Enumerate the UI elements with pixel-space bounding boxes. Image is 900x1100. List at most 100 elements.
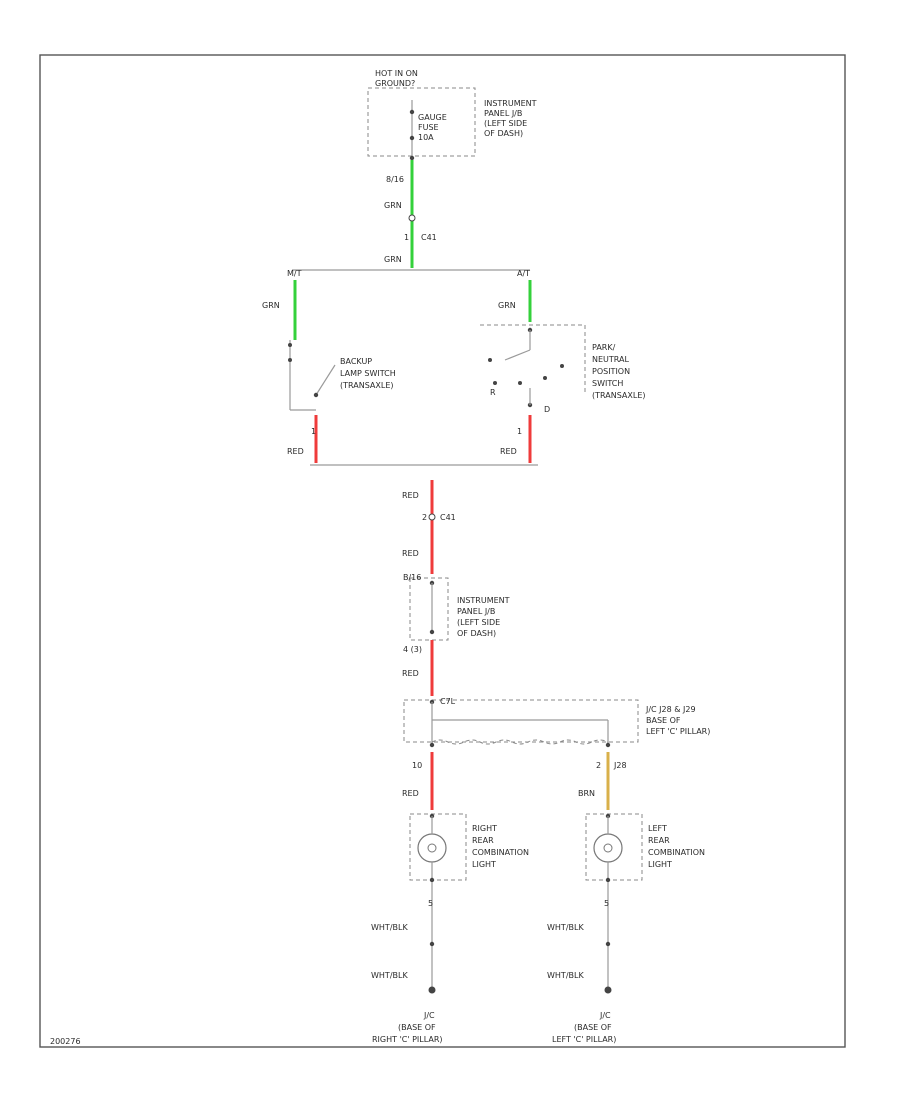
label-pin-r: R xyxy=(490,388,496,397)
label-g1-2: (BASE OF xyxy=(398,1023,436,1032)
pn-pin-e xyxy=(560,364,564,368)
backup-pin-1 xyxy=(288,343,292,347)
label-ipjb-mid-2: PANEL J/B xyxy=(457,607,495,616)
label-hot-in-run-2: GROUND? xyxy=(375,79,415,88)
jc-out-right-pin xyxy=(605,742,611,748)
label-mt: M/T xyxy=(287,269,302,278)
label-red-3: RED xyxy=(402,669,419,678)
label-grn-left: GRN xyxy=(262,301,280,310)
label-backup-3: (TRANSAXLE) xyxy=(340,381,394,390)
fuse-output-pin xyxy=(409,155,415,161)
label-red-left: RED xyxy=(287,447,304,456)
jc-out-left-pin xyxy=(429,742,435,748)
label-pn-2: NEUTRAL xyxy=(592,355,629,364)
label-rrcl-3: COMBINATION xyxy=(472,848,529,857)
label-c7l: C7L xyxy=(440,697,456,706)
fuse-terminal-bottom xyxy=(409,135,415,141)
label-pin-5-r: 5 xyxy=(604,899,609,908)
label-ipjb-mid-4: OF DASH) xyxy=(457,629,496,638)
pn-pin-b xyxy=(493,381,497,385)
label-lrcl-2: REAR xyxy=(648,836,670,845)
label-wht-blk-1: WHT/BLK xyxy=(371,923,408,932)
label-rrcl-2: REAR xyxy=(472,836,494,845)
backup-pin-2 xyxy=(288,358,292,362)
label-hot-in-run: HOT IN ON xyxy=(375,69,418,78)
label-pin-10: 10 xyxy=(412,761,422,770)
pn-pin-c xyxy=(518,381,522,385)
label-pin-d: D xyxy=(544,405,550,414)
left-rear-light-box xyxy=(585,813,643,881)
lrcl-pin-bottom xyxy=(605,877,611,883)
label-red-2: RED xyxy=(402,549,419,558)
label-pn-4: SWITCH xyxy=(592,379,623,388)
label-g2: J/C xyxy=(599,1011,611,1020)
jc-wavy-line xyxy=(431,739,609,745)
label-jc-3: LEFT 'C' PILLAR) xyxy=(646,727,710,736)
pn-pin-a xyxy=(488,358,492,362)
label-gauge: GAUGE xyxy=(418,113,447,122)
label-pin-5-l: 5 xyxy=(428,899,433,908)
fuse-terminal-top xyxy=(409,109,415,115)
label-pin-1: 1 xyxy=(404,233,409,242)
jc-block-box xyxy=(403,699,639,743)
label-jc-1: J/C J28 & J29 xyxy=(645,705,696,714)
instrument-panel-jb-mid-box xyxy=(409,577,449,641)
label-c41-1: C41 xyxy=(421,233,437,242)
label-rrcl-1: RIGHT xyxy=(472,824,497,833)
label-ipjb-mid-1: INSTRUMENT xyxy=(457,596,510,605)
label-ipjb-top-2: PANEL J/B xyxy=(484,109,522,118)
label-g2-2: (BASE OF xyxy=(574,1023,612,1032)
label-wht-blk-3: WHT/BLK xyxy=(371,971,408,980)
label-backup-1: BACKUP xyxy=(340,357,372,366)
lrcl-bulb-filament xyxy=(603,843,613,853)
label-pin-8: 8/16 xyxy=(386,175,404,184)
ipjb-mid-pin-bottom xyxy=(429,629,435,635)
label-lrcl-4: LIGHT xyxy=(648,860,672,869)
label-pn-5: (TRANSAXLE) xyxy=(592,391,646,400)
label-grn-2: GRN xyxy=(384,255,402,264)
pn-switch-blade xyxy=(504,349,531,361)
label-backup-2: LAMP SWITCH xyxy=(340,369,396,378)
label-c41-2: C41 xyxy=(440,513,456,522)
figure-code: 200276 xyxy=(50,1037,81,1046)
label-ipjb-top-4: OF DASH) xyxy=(484,129,523,138)
label-jc-2: BASE OF xyxy=(646,716,681,725)
connector-c41-upper xyxy=(408,214,416,222)
right-ground-splice xyxy=(429,941,435,947)
backup-switch-blade xyxy=(315,364,336,396)
label-g1: J/C xyxy=(423,1011,435,1020)
pn-pin-d xyxy=(543,376,547,380)
left-ground-icon xyxy=(604,986,612,994)
instrument-panel-jb-top-box xyxy=(367,87,476,157)
label-pn-3: POSITION xyxy=(592,367,630,376)
label-pin-left-1: 1 xyxy=(311,427,316,436)
backup-switch-contact xyxy=(313,392,319,398)
label-wht-blk-2: WHT/BLK xyxy=(547,923,584,932)
label-pin-2b: 2 xyxy=(596,761,601,770)
right-rear-light-box xyxy=(409,813,467,881)
label-ipjb-top-1: INSTRUMENT xyxy=(484,99,537,108)
label-wht-blk-4: WHT/BLK xyxy=(547,971,584,980)
label-grn-right: GRN xyxy=(498,301,516,310)
label-pin-2: 2 xyxy=(422,513,427,522)
label-g2-3: LEFT 'C' PILLAR) xyxy=(552,1035,616,1044)
rrcl-bulb-filament xyxy=(427,843,437,853)
diagram-frame xyxy=(39,54,846,1048)
label-g1-3: RIGHT 'C' PILLAR) xyxy=(372,1035,443,1044)
label-ipjb-mid-3: (LEFT SIDE xyxy=(457,618,500,627)
label-brn: BRN xyxy=(578,789,595,798)
label-pin-right-1: 1 xyxy=(517,427,522,436)
rrcl-pin-bottom xyxy=(429,877,435,883)
label-lrcl-1: LEFT xyxy=(648,824,667,833)
label-at: A/T xyxy=(517,269,530,278)
label-red-4: RED xyxy=(402,789,419,798)
label-lrcl-3: COMBINATION xyxy=(648,848,705,857)
label-grn-1: GRN xyxy=(384,201,402,210)
label-fuse: FUSE xyxy=(418,123,439,132)
label-red-right: RED xyxy=(500,447,517,456)
label-red-1: RED xyxy=(402,491,419,500)
label-pn-1: PARK/ xyxy=(592,343,616,352)
connector-c41-lower xyxy=(428,513,436,521)
lrcl-bulb-icon xyxy=(593,833,623,863)
